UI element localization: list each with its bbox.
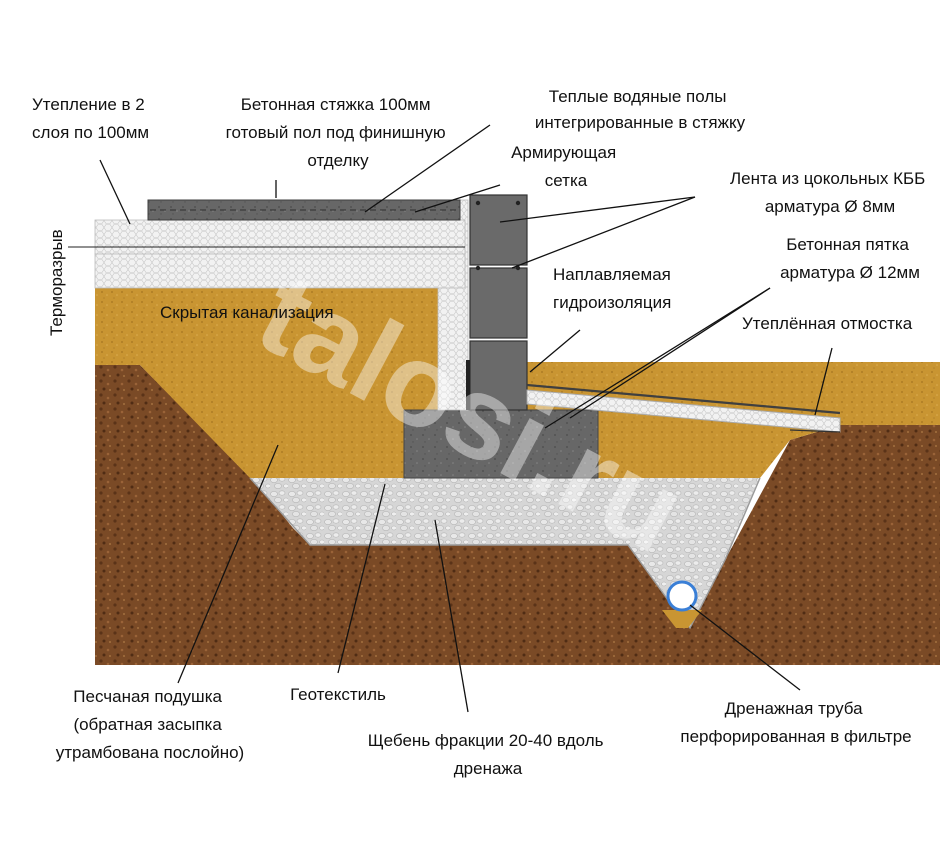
label-blind-area: Утеплённая отмостка bbox=[742, 314, 913, 333]
sand-backfill bbox=[95, 288, 438, 478]
blind-area-base bbox=[789, 429, 841, 433]
label-waterproofing: Наплавляемая гидроизоляция bbox=[553, 265, 676, 312]
leader-floor-heating bbox=[414, 184, 501, 213]
label-drain-pipe: Дренажная труба перфорированная в фильтр… bbox=[680, 699, 911, 746]
leader-strip-2 bbox=[511, 196, 696, 269]
label-strip: Лента из цокольных КББ арматура Ø 8мм bbox=[730, 169, 930, 216]
label-thermal-break: Терморазрыв bbox=[47, 229, 66, 336]
wall-block-2 bbox=[469, 267, 528, 339]
drain-pipe bbox=[666, 580, 698, 612]
concrete-heel bbox=[403, 409, 599, 479]
wall-block-1 bbox=[469, 194, 528, 266]
leader-strip-1 bbox=[499, 196, 696, 223]
insulation-layer-2 bbox=[94, 253, 466, 289]
leader-waterproofing bbox=[529, 329, 581, 373]
insulation-layer-1 bbox=[94, 219, 466, 255]
rebar-dot bbox=[475, 200, 481, 206]
label-floor-heating: Теплые водяные полы интегрированные в ст… bbox=[535, 87, 746, 132]
block-wall bbox=[469, 194, 528, 411]
leader-drain-pipe bbox=[689, 604, 801, 691]
rebar-dot bbox=[475, 265, 481, 271]
leader-heel-1 bbox=[544, 287, 771, 429]
label-gravel: Щебень фракции 20-40 вдоль дренажа bbox=[368, 731, 609, 778]
soil-layer bbox=[95, 365, 940, 665]
label-geotextile: Геотекстиль bbox=[290, 685, 386, 704]
leader-screed bbox=[364, 124, 491, 213]
leader-sand bbox=[177, 444, 279, 684]
label-heel: Бетонная пятка арматура Ø 12мм bbox=[780, 235, 920, 282]
blind-area-edge bbox=[526, 383, 841, 415]
drain-sand-bed bbox=[662, 610, 702, 628]
label-mesh: Армирующая сетка bbox=[511, 143, 621, 190]
label-insulation: Утепление в 2 слоя по 100мм bbox=[32, 95, 149, 142]
wall-block-3 bbox=[469, 340, 528, 411]
label-screed: Бетонная стяжка 100мм готовый пол под фи… bbox=[226, 95, 451, 170]
leader-insulation bbox=[99, 159, 131, 225]
leader-heel-2 bbox=[569, 287, 771, 419]
rebar-dot bbox=[515, 265, 521, 271]
leader-geotextile bbox=[337, 483, 386, 674]
rebar-dot bbox=[515, 200, 521, 206]
waterproofing-strip bbox=[466, 360, 470, 410]
leader-gravel bbox=[434, 519, 469, 713]
label-sewer: Скрытая канализация bbox=[160, 303, 334, 322]
leader-blind-area bbox=[814, 347, 833, 416]
label-sand: Песчаная подушка (обратная засыпка утрам… bbox=[56, 687, 244, 762]
